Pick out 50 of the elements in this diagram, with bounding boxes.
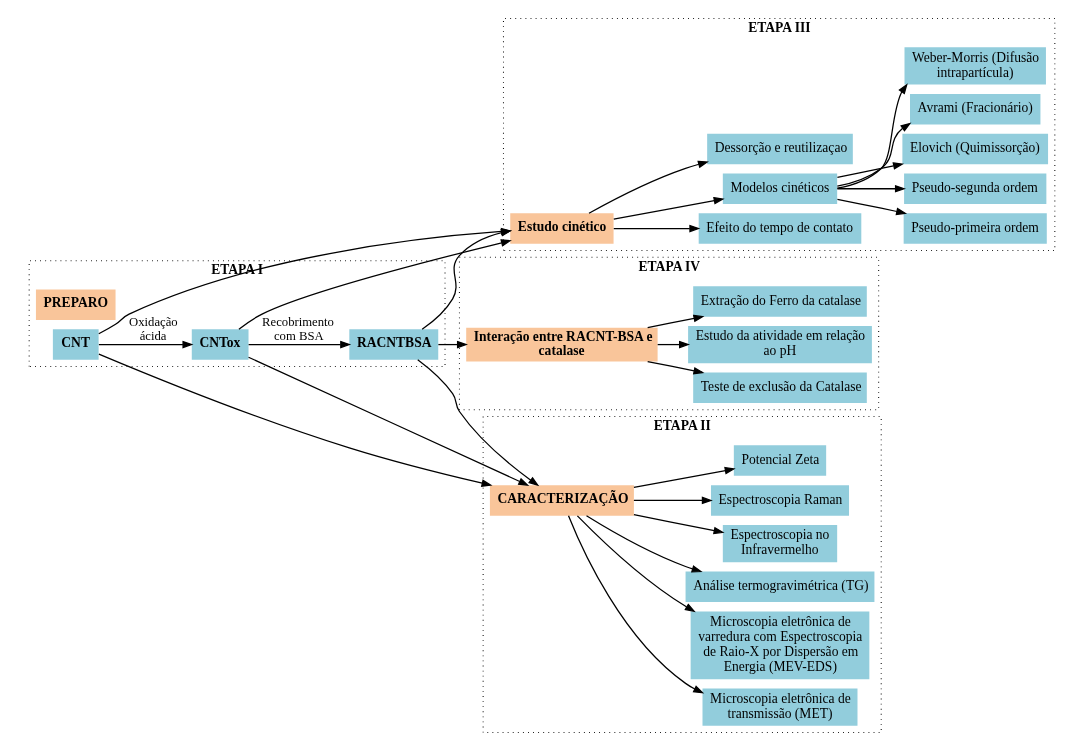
node-box: Espectroscopia Raman [710,485,849,516]
arrow [656,340,690,349]
node-box: Efeito do tempo de contato [698,213,861,244]
arrow [247,340,351,349]
node-box: CARACTERIZAÇÃO [489,485,634,516]
arrow [97,353,492,487]
arrow [585,515,703,573]
arrow [836,122,911,187]
arrow [836,162,904,178]
node-box: Potencial Zeta [733,445,826,476]
node-box: Avrami (Fracionário) [909,93,1040,125]
arrow [567,515,704,694]
arrow [836,83,908,189]
node-box: Extração do Ferro da catalase [692,286,867,317]
edge-label: Oxidação ácida [128,314,178,344]
node-box: Elovich (Quimissorção) [901,133,1048,165]
node-box: Dessorção e reutilizaçao [706,133,853,165]
node-box: Microscopia eletrônica de varredura com Espectroscopia de Raio-X por Dispersão em Energia (MEV-EDS) [690,611,869,680]
arrow [646,314,704,329]
node-box: Modelos cinéticos [722,173,837,204]
node-box: Teste de exclusão da Catalase [692,372,867,404]
arrow [97,340,193,349]
arrow [237,239,512,330]
arrow [632,514,725,535]
arrow [836,184,906,193]
node-box: Weber-Morris (Difusão intrapartícula) [904,47,1046,85]
node-box: Espectroscopia no Infravermelho [722,525,837,563]
node-box: CNT [52,329,99,360]
arrow [416,359,539,487]
node-box: Interação entre RACNT-BSA e catalase [465,327,658,362]
node-box: Pseudo-primeira ordem [903,213,1047,244]
arrow [437,340,468,349]
node-box: RACNTBSA [348,329,438,360]
node-box: Estudo da atividade em relação ao pH [687,325,872,364]
node-box: CNTox [191,329,249,360]
arrow [646,360,704,375]
node-box: Estudo cinético [509,213,614,244]
node-box: Microscopia eletrônica de transmissão (MET) [702,688,857,726]
arrow [632,466,736,488]
node-box: Pseudo-segunda ordem [903,173,1046,204]
edge-label: Recobrimento com BSA [261,314,334,344]
node-box: Análise termogravimétrica (TG) [685,571,874,603]
arrow [587,160,709,214]
arrow [247,356,529,486]
arrow [612,224,700,233]
arrow [612,196,725,220]
arrow [576,515,696,613]
node-box: PREPARO [35,289,116,320]
arrow [836,198,907,216]
arrow [632,496,713,505]
